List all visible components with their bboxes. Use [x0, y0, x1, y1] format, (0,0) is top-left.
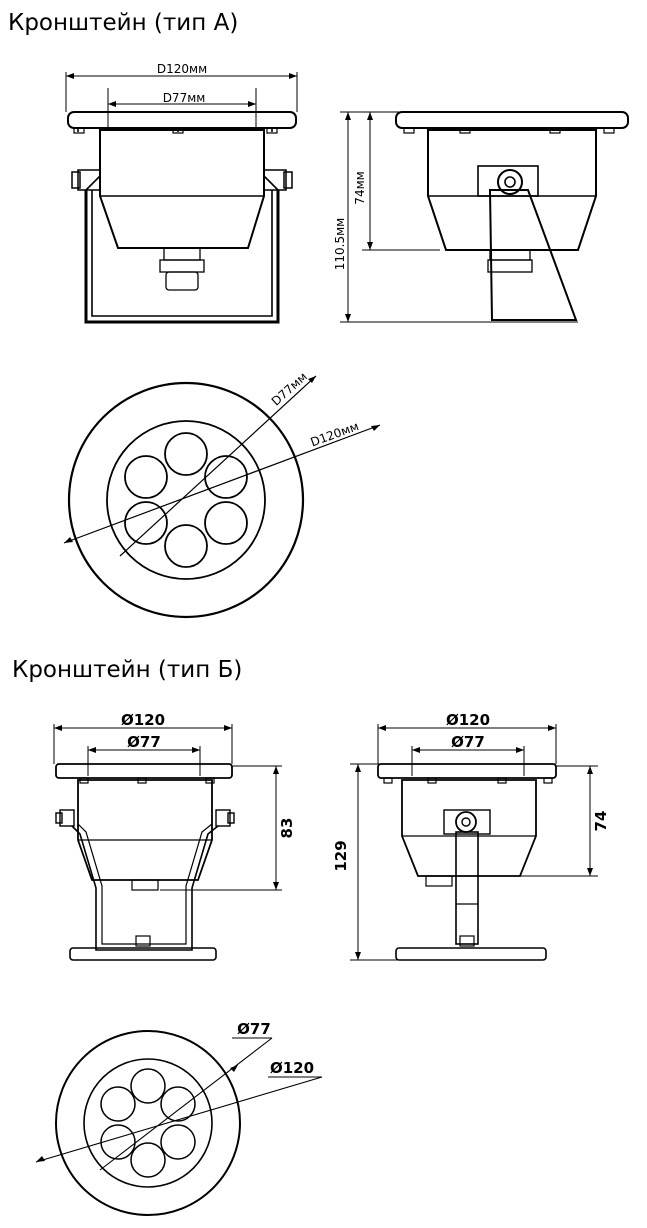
b-side-d120-label: Ø120: [446, 711, 490, 729]
b-top-view: Ø77 Ø120: [35, 1020, 323, 1216]
a-front-d77-label: D77мм: [163, 91, 206, 105]
b-front-d77-label: Ø77: [127, 733, 161, 751]
b-front-83-label: 83: [278, 818, 296, 839]
a-side-view: 110.5мм 74мм: [333, 111, 629, 323]
b-front-view: Ø120 Ø77 83: [53, 711, 296, 961]
b-top-d77-label: Ø77: [237, 1020, 271, 1038]
b-side-view: Ø120 Ø77 129 74: [332, 711, 610, 961]
b-front-d120-label: Ø120: [121, 711, 165, 729]
a-top-d120-label: D120мм: [309, 419, 361, 449]
section-b-title: Кронштейн (тип Б): [12, 657, 243, 683]
b-top-d120-label: Ø120: [270, 1059, 314, 1077]
a-side-110-label: 110.5мм: [333, 218, 347, 270]
a-front-view: D120мм D77мм: [65, 62, 298, 324]
section-a-title: Кронштейн (тип А): [8, 10, 239, 36]
a-top-view: D77мм D120мм: [63, 370, 381, 619]
a-front-d120-label: D120мм: [157, 62, 207, 76]
b-side-74-label: 74: [592, 811, 610, 832]
a-top-d77-label: D77мм: [269, 370, 310, 409]
b-side-129-label: 129: [332, 840, 350, 871]
b-side-d77-label: Ø77: [451, 733, 485, 751]
a-side-74-label: 74мм: [353, 171, 367, 204]
